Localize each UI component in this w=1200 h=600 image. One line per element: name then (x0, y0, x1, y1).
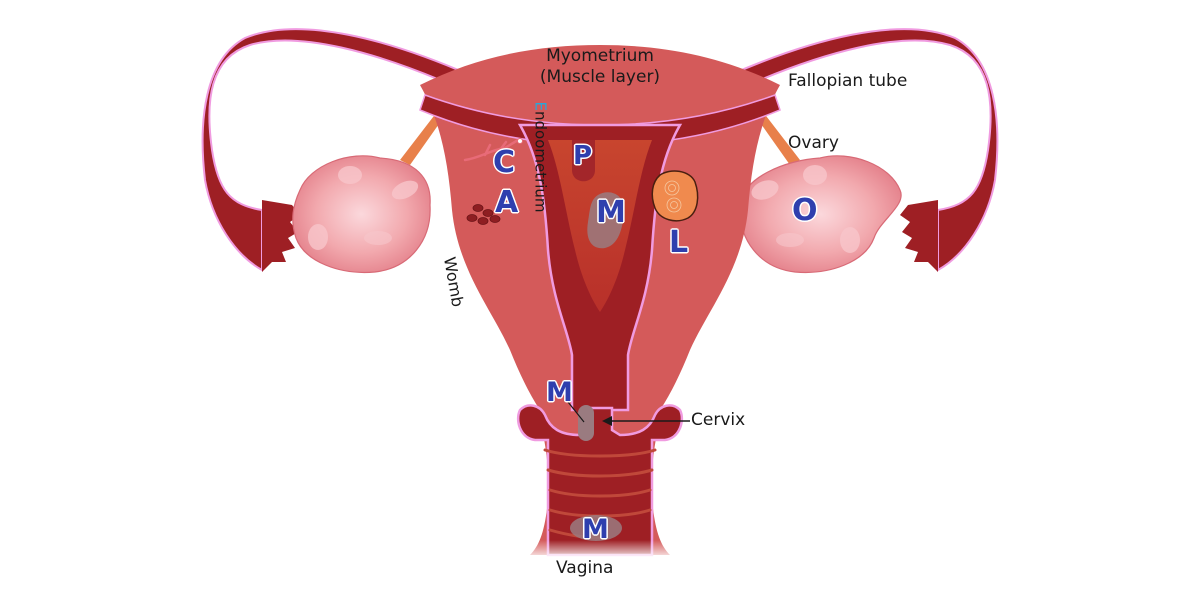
vaginal-mass (570, 515, 622, 541)
myometrium-label-line2: (Muscle layer) (539, 67, 661, 87)
marker-a: A (495, 185, 519, 220)
endometrium-label-rest: ndoometrium (531, 110, 550, 213)
marker-o: O (792, 193, 818, 228)
right-fallopian-tube (726, 28, 999, 272)
endometrium-label: Endoometrium (531, 102, 550, 242)
marker-m-cervix: M (546, 377, 573, 408)
marker-c: C (493, 145, 516, 180)
cervix-label: Cervix (691, 410, 746, 430)
myometrium-label: Myometrium (Muscle layer) (520, 48, 680, 86)
polyp (572, 140, 595, 182)
marker-l: L (669, 225, 689, 260)
left-ovarian-ligament (400, 108, 446, 165)
myometrium-label-line1: Myometrium (546, 46, 654, 66)
marker-m-uterus: M (596, 195, 626, 230)
left-ovary (292, 155, 431, 274)
blood-vessel-c (463, 138, 520, 162)
cervical-canal (574, 320, 598, 420)
fibroid (651, 170, 699, 222)
marker-p: P (573, 141, 593, 171)
uterine-mass (587, 192, 625, 249)
adenomyosis-dots (466, 204, 501, 225)
vagina-label: Vagina (556, 558, 614, 578)
left-fallopian-tube (201, 28, 474, 272)
right-ovarian-ligament (754, 108, 800, 165)
cervix-m-leader (567, 401, 585, 423)
ovary-label: Ovary (788, 133, 839, 153)
marker-m-vagina: M (582, 514, 609, 545)
cervix (516, 404, 684, 557)
cervical-mass (578, 405, 594, 441)
fallopian-tube-label: Fallopian tube (788, 71, 908, 91)
cervix-arrow-head (602, 416, 612, 426)
right-ovary (739, 155, 902, 274)
